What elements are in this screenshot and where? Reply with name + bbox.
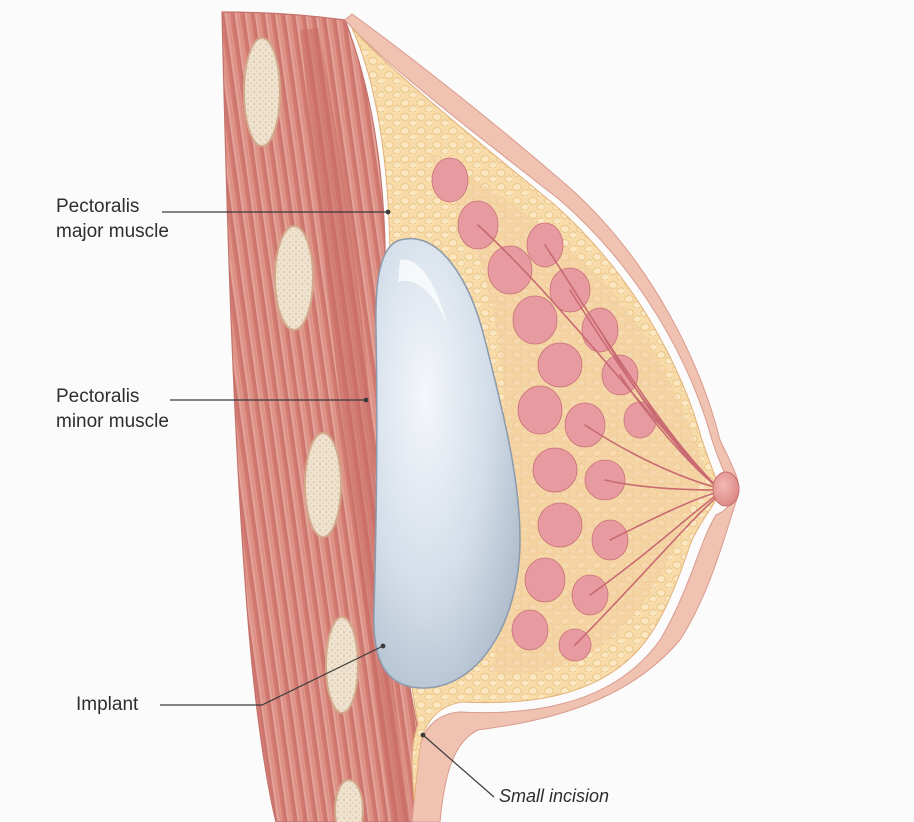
rib-4	[325, 616, 359, 714]
leader-incision	[422, 734, 495, 798]
implant-highlight	[398, 259, 448, 330]
leader-implant	[160, 645, 384, 706]
label-implant: Implant	[76, 694, 139, 715]
rib-3	[304, 432, 342, 538]
implant-shape	[373, 237, 521, 689]
label-pectoralis-major-line1: Pectoralis	[56, 196, 140, 217]
leader-lines	[160, 209, 495, 798]
label-pectoralis-minor-line2: minor muscle	[56, 411, 169, 432]
nipple	[712, 471, 740, 507]
milk-ducts	[477, 224, 719, 646]
label-pectoralis-major-line2: major muscle	[56, 221, 169, 242]
rib-2	[274, 225, 314, 331]
rib-5	[334, 779, 364, 822]
label-small-incision: Small incision	[499, 786, 610, 806]
rib-1	[243, 37, 281, 147]
label-pectoralis-major: Pectoralis major muscle	[56, 194, 169, 244]
ribs	[243, 37, 364, 822]
label-pectoralis-minor: Pectoralis minor muscle	[56, 384, 169, 434]
label-pectoralis-minor-line1: Pectoralis	[56, 386, 140, 407]
